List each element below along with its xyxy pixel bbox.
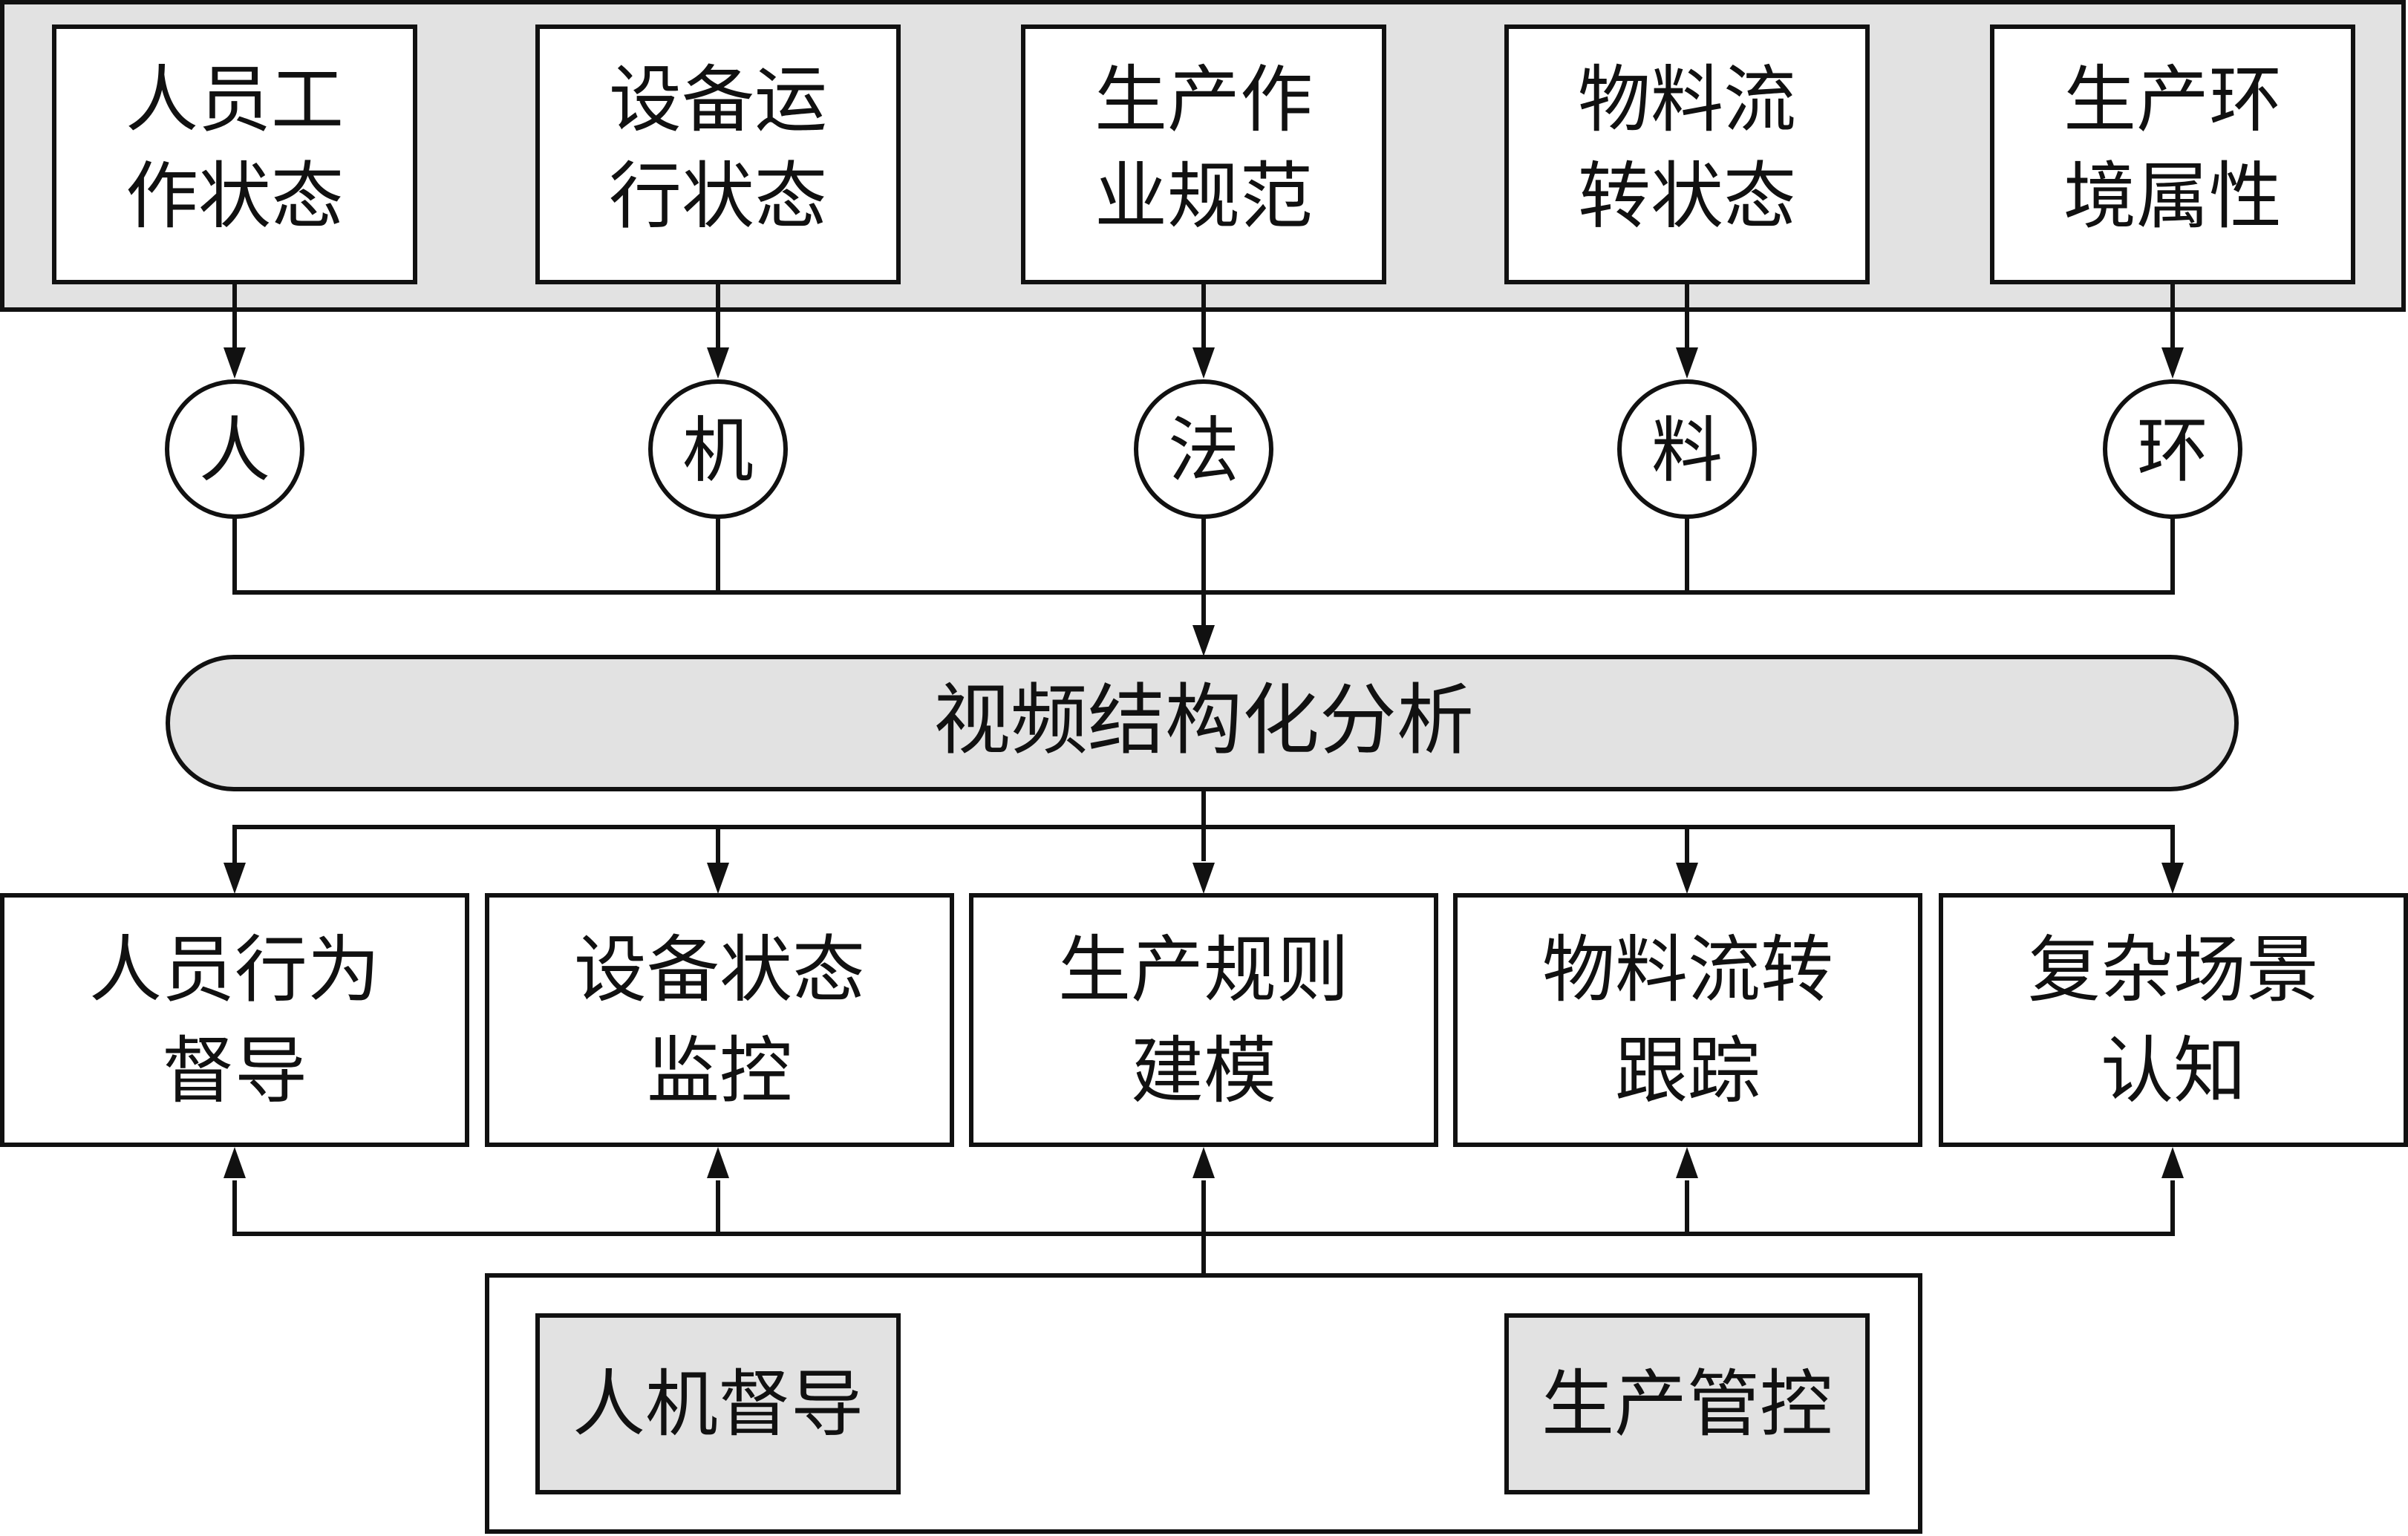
application-label: 复杂场景	[2028, 928, 2319, 1013]
application-box-equipment-monitoring: 设备状态 监控	[485, 893, 954, 1147]
factor-source-label: 设备运	[609, 58, 827, 143]
factor-source-box-personnel: 人员工 作状态	[52, 24, 417, 284]
factor-source-label: 物料流	[1578, 58, 1796, 143]
core-distribution-connector	[223, 789, 2184, 894]
factor-circle-ren: 人	[165, 379, 304, 519]
application-row: 人员行为 督导 设备状态 监控 生产规则 建模 物料流转 跟踪 复杂场景 认知	[0, 893, 2408, 1147]
factor-source-label: 转状态	[1578, 154, 1796, 239]
goal-box-human-machine-supervision: 人机督导	[535, 1313, 901, 1494]
factor-source-panel: 人员工 作状态 设备运 行状态 生产作 业规范 物料流 转状态 生产环 境属性	[0, 0, 2406, 312]
application-label: 跟踪	[1615, 1029, 1761, 1114]
factor-source-label: 生产作	[1094, 58, 1313, 143]
factor-source-label: 业规范	[1094, 154, 1313, 239]
factor-source-box-equipment: 设备运 行状态	[535, 24, 901, 284]
application-box-personnel-supervision: 人员行为 督导	[0, 893, 469, 1147]
factor-circle-huan: 环	[2103, 379, 2242, 519]
application-label: 设备状态	[574, 928, 865, 1013]
application-box-rule-modeling: 生产规则 建模	[969, 893, 1438, 1147]
goal-box-production-control: 生产管控	[1504, 1313, 1870, 1494]
factor-label: 人	[199, 409, 270, 492]
factor-merge-connector	[232, 517, 2175, 656]
factor-circles: 人 机 法 料 环	[165, 379, 2242, 519]
goal-feedback-connector	[223, 1147, 2184, 1275]
factor-source-box-method: 生产作 业规范	[1021, 24, 1386, 284]
goal-panel: 人机督导 生产管控	[485, 1273, 1922, 1534]
factor-label: 机	[682, 409, 754, 492]
application-label: 人员行为	[89, 928, 380, 1013]
core-analysis-block: 视频结构化分析	[166, 655, 2239, 791]
application-label: 督导	[162, 1029, 307, 1114]
application-label: 建模	[1131, 1029, 1276, 1114]
application-box-material-tracking: 物料流转 跟踪	[1453, 893, 1922, 1147]
application-label: 监控	[647, 1029, 792, 1114]
factor-source-label: 人员工	[125, 58, 344, 143]
factor-source-label: 作状态	[125, 154, 344, 239]
goal-label: 人机督导	[572, 1362, 864, 1447]
application-label: 物料流转	[1542, 928, 1833, 1013]
core-analysis-label: 视频结构化分析	[933, 675, 1474, 765]
factor-circle-fa: 法	[1134, 379, 1273, 519]
application-box-scene-cognition: 复杂场景 认知	[1939, 893, 2408, 1147]
factor-source-box-material: 物料流 转状态	[1504, 24, 1870, 284]
factor-source-label: 生产环	[2063, 58, 2282, 143]
source-to-factor-arrows	[223, 282, 2184, 379]
factor-circle-ji: 机	[648, 379, 788, 519]
application-label: 生产规则	[1058, 928, 1349, 1013]
factor-label: 环	[2137, 409, 2208, 492]
factor-source-label: 境属性	[2063, 154, 2282, 239]
factor-source-label: 行状态	[609, 154, 827, 239]
goal-label: 生产管控	[1541, 1362, 1833, 1447]
factor-circle-liao: 料	[1617, 379, 1757, 519]
factor-label: 法	[1168, 409, 1239, 492]
application-label: 认知	[2101, 1029, 2246, 1114]
factor-source-box-environment: 生产环 境属性	[1990, 24, 2355, 284]
factor-label: 料	[1651, 409, 1723, 492]
